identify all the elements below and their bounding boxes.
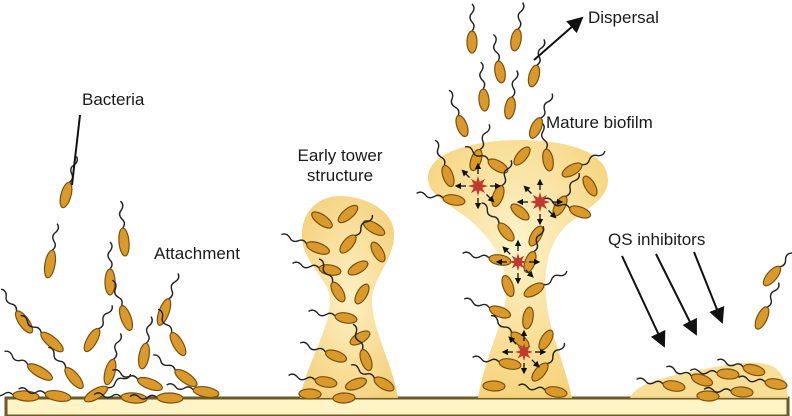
bacteria-pointer-line <box>72 115 80 185</box>
bacterium <box>43 223 62 279</box>
qs-inhibitor-arrow <box>656 254 696 334</box>
signal-molecule-icon <box>509 253 527 271</box>
attachment-label: Attachment <box>154 244 240 264</box>
signal-molecule-icon <box>515 343 533 361</box>
bacterium <box>81 303 116 354</box>
bacterium <box>137 316 156 370</box>
qs-inhibitor-arrow <box>622 256 664 346</box>
early-tower-label-line1: Early tower <box>280 146 400 166</box>
bacterium <box>58 155 81 209</box>
signal-molecule-icon <box>530 192 550 212</box>
bacterium <box>0 286 36 335</box>
bacteria-label: Bacteria <box>82 90 144 110</box>
bacterium <box>476 62 490 112</box>
qs-inhibitor-arrow <box>694 252 722 322</box>
bacterium <box>2 347 55 383</box>
early-tower-matrix <box>300 196 398 398</box>
bacterium <box>503 70 521 120</box>
bacterium <box>333 393 355 404</box>
bacterium <box>483 381 505 392</box>
bacterium <box>299 389 321 400</box>
dispersal-arrow <box>534 18 582 60</box>
bacterium <box>760 243 792 288</box>
bacterium <box>105 242 115 295</box>
bacterium <box>752 281 783 331</box>
bacterium <box>155 272 183 327</box>
mature-biofilm-label: Mature biofilm <box>546 113 653 133</box>
signal-molecule-icon <box>468 176 488 196</box>
bacterium <box>115 201 130 257</box>
bacterium <box>444 89 470 138</box>
qs-inhibitors-label: QS inhibitors <box>608 230 705 250</box>
bacterium <box>467 4 477 53</box>
early-tower-label: Early tower structure <box>280 146 400 186</box>
bacterium <box>509 2 527 52</box>
early-tower-label-line2: structure <box>280 166 400 186</box>
dispersal-label: Dispersal <box>588 8 659 28</box>
bacterium <box>488 34 506 84</box>
bacterium <box>526 38 548 88</box>
bacterium <box>44 344 86 391</box>
